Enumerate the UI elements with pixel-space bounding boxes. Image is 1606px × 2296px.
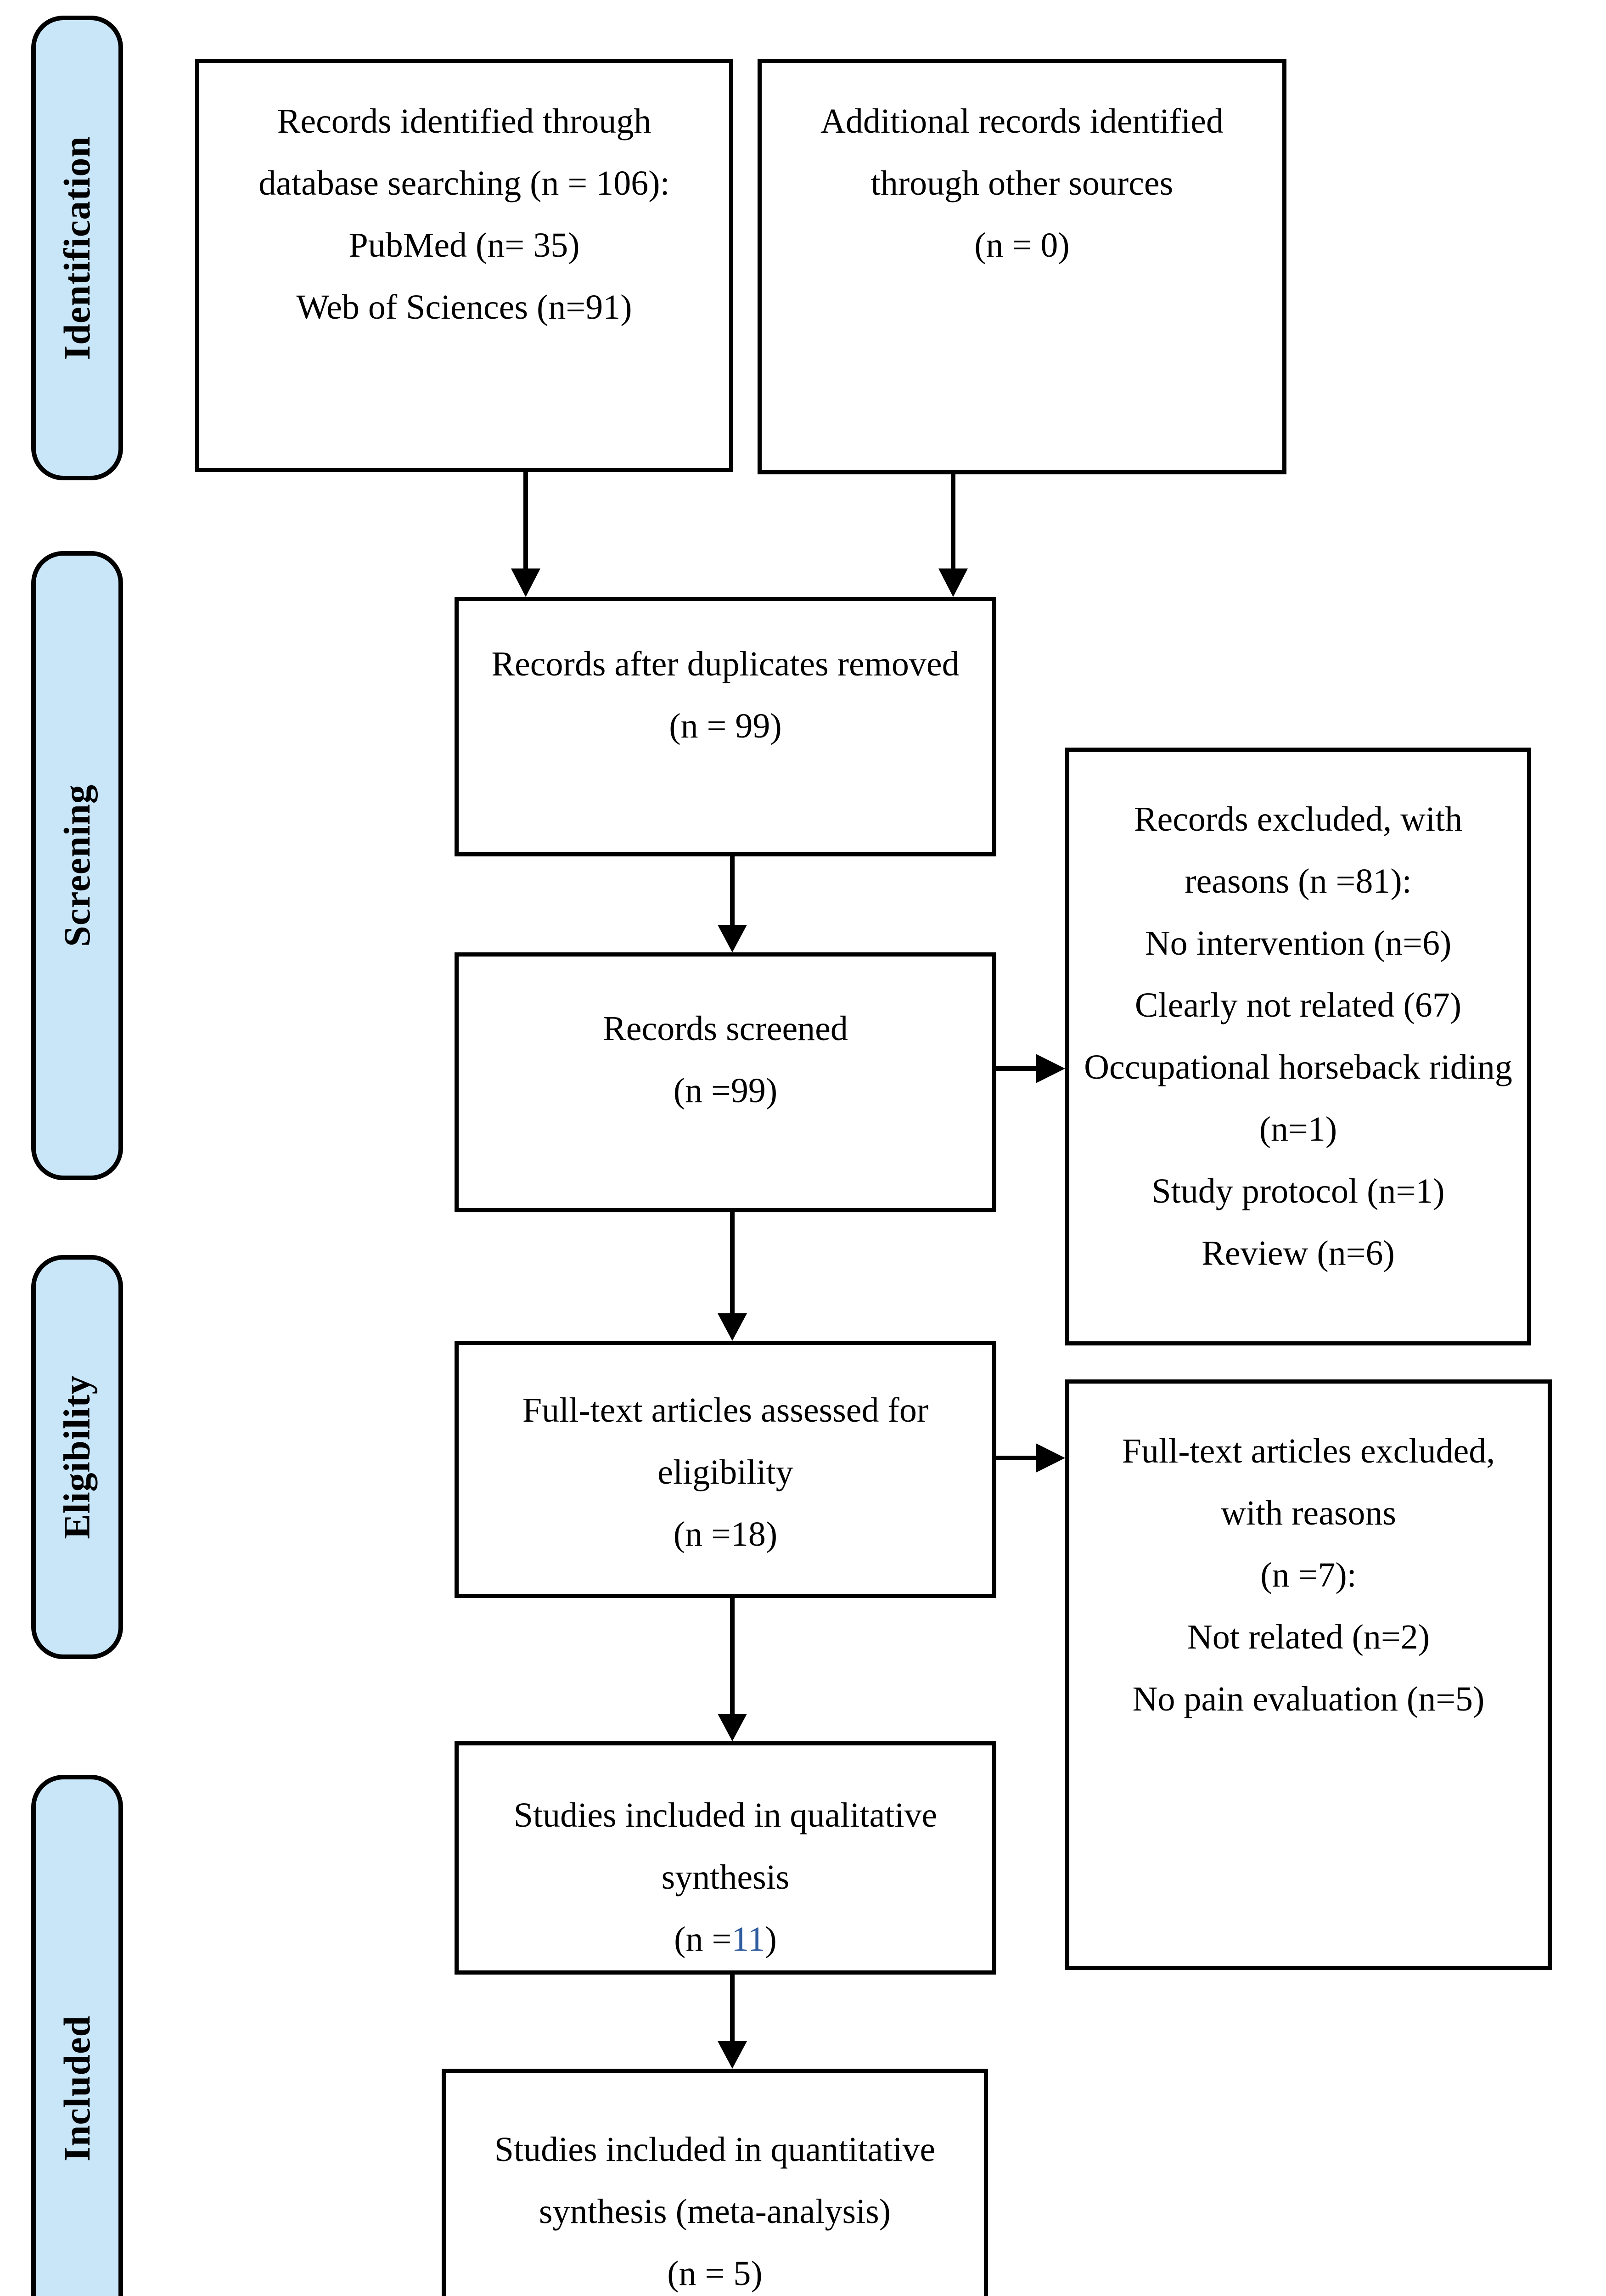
box-line: (n = 0) bbox=[974, 226, 1070, 264]
citation-link-11[interactable]: 11 bbox=[731, 1920, 765, 1958]
box-line: reasons (n =81): bbox=[1185, 862, 1412, 900]
box-line: eligibility bbox=[657, 1453, 793, 1491]
box-line: PubMed (n= 35) bbox=[348, 226, 580, 264]
box-line: (n =7): bbox=[1260, 1556, 1357, 1594]
box-duplicates-removed: Records after duplicates removed (n = 99… bbox=[455, 597, 996, 856]
box-line: synthesis (meta-analysis) bbox=[539, 2192, 891, 2231]
n-suffix: ) bbox=[765, 1920, 777, 1958]
stage-identification: Identification bbox=[31, 16, 123, 480]
arrow-fulltext-to-qualitative bbox=[718, 1598, 747, 1741]
box-fulltext-excluded: Full-text articles excluded, with reason… bbox=[1065, 1379, 1552, 1970]
box-line: database searching (n = 106): bbox=[258, 164, 670, 203]
arrow-qualitative-to-quantitative bbox=[718, 1975, 747, 2069]
box-line: Study protocol (n=1) bbox=[1151, 1172, 1445, 1210]
box-line: Occupational horseback riding bbox=[1084, 1048, 1512, 1086]
arrow-duplicates-to-screened bbox=[718, 856, 747, 952]
box-line: Not related (n=2) bbox=[1187, 1618, 1430, 1656]
arrow-fulltext-to-excluded bbox=[996, 1443, 1065, 1473]
box-line: Clearly not related (67) bbox=[1134, 986, 1462, 1024]
box-additional-records: Additional records identified through ot… bbox=[758, 59, 1286, 474]
box-line: Full-text articles assessed for bbox=[522, 1391, 929, 1429]
arrow-identified-to-duplicates bbox=[511, 472, 540, 597]
box-line: (n =18) bbox=[673, 1515, 778, 1553]
box-line: through other sources bbox=[870, 164, 1174, 203]
box-qualitative-synthesis: Studies included in qualitative synthesi… bbox=[455, 1741, 996, 1975]
stage-screening-label: Screening bbox=[56, 784, 98, 947]
box-line: Studies included in qualitative bbox=[513, 1796, 938, 1835]
arrow-additional-to-duplicates bbox=[938, 474, 968, 597]
box-line: Records screened bbox=[603, 1009, 848, 1048]
box-records-identified: Records identified through database sear… bbox=[195, 59, 733, 472]
box-line: (n = 5) bbox=[667, 2254, 763, 2293]
n-prefix: (n = bbox=[674, 1920, 732, 1958]
box-line: No intervention (n=6) bbox=[1145, 924, 1452, 962]
box-line-n: (n =11) bbox=[459, 1908, 992, 1970]
stage-eligibility-label: Eligibility bbox=[56, 1375, 98, 1539]
box-records-screened: Records screened (n =99) bbox=[455, 952, 996, 1212]
box-line: synthesis bbox=[661, 1858, 790, 1896]
box-fulltext-assessed: Full-text articles assessed for eligibil… bbox=[455, 1341, 996, 1598]
box-line: Records excluded, with bbox=[1134, 800, 1463, 838]
stage-included-label: Included bbox=[56, 2015, 98, 2161]
box-line: (n = 99) bbox=[669, 707, 782, 745]
box-line: Review (n=6) bbox=[1202, 1234, 1395, 1272]
box-line: Records identified through bbox=[277, 102, 651, 141]
box-line: Additional records identified bbox=[820, 102, 1224, 141]
box-line: Web of Sciences (n=91) bbox=[296, 288, 632, 326]
arrow-screened-to-excluded bbox=[996, 1054, 1065, 1083]
box-line: (n =99) bbox=[673, 1071, 778, 1110]
box-line: Records after duplicates removed bbox=[491, 645, 960, 683]
stage-eligibility: Eligibility bbox=[31, 1255, 123, 1659]
box-line: Full-text articles excluded, bbox=[1122, 1432, 1495, 1470]
box-line: Studies included in quantitative bbox=[494, 2130, 936, 2169]
stage-screening: Screening bbox=[31, 551, 123, 1180]
box-line: No pain evaluation (n=5) bbox=[1132, 1680, 1485, 1718]
stage-identification-label: Identification bbox=[56, 136, 98, 360]
box-line: (n=1) bbox=[1259, 1110, 1337, 1148]
box-quantitative-synthesis: Studies included in quantitative synthes… bbox=[442, 2069, 988, 2296]
stage-included: Included bbox=[31, 1775, 123, 2296]
arrow-screened-to-fulltext bbox=[718, 1212, 747, 1341]
box-records-excluded: Records excluded, with reasons (n =81): … bbox=[1065, 748, 1531, 1345]
box-line: with reasons bbox=[1220, 1494, 1397, 1532]
